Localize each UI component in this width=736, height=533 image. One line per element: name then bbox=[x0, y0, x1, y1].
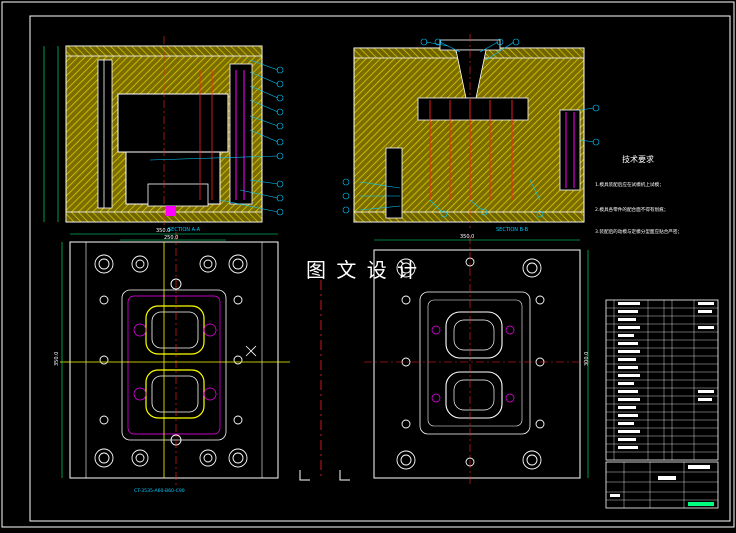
section-view-a: SECTION A-A bbox=[43, 36, 284, 233]
tech-title: 技术要求 bbox=[622, 154, 654, 164]
tech-item-3: 3.装配后的动模与定模分型面应贴合严密； bbox=[595, 228, 682, 235]
height-dim-right: 300.0 bbox=[584, 352, 590, 366]
inner-border bbox=[29, 15, 731, 522]
watermark-text: 图 文 设 计 bbox=[306, 258, 420, 282]
section-view-b: SECTION B-B bbox=[342, 34, 600, 233]
section-note: CT-3535-A60-B60-C90 bbox=[134, 488, 185, 494]
inner-dim-left: 250.0 bbox=[164, 235, 178, 241]
tech-item-1: 1.模具装配后应在试模机上试模； bbox=[595, 181, 664, 188]
technical-requirements: 技术要求 1.模具装配后应在试模机上试模； 2.模具各零件的配合面不得有划痕； … bbox=[595, 154, 682, 235]
tech-item-2: 2.模具各零件的配合面不得有划痕； bbox=[595, 206, 668, 213]
cut-mark-left bbox=[299, 470, 310, 481]
plan-view-moving-half: 350.0 250.0 350.0 CT-3535-A60-B60-C90 bbox=[54, 228, 290, 494]
height-dim-left: 350.0 bbox=[54, 352, 60, 366]
section-label-a: SECTION A-A bbox=[168, 227, 201, 233]
title-block bbox=[605, 461, 719, 509]
bill-of-materials bbox=[605, 299, 719, 461]
width-dim-right: 350.0 bbox=[460, 234, 474, 240]
plan-view-fixed-half: 350.0 300.0 bbox=[364, 234, 590, 486]
width-dim-left: 350.0 bbox=[156, 228, 170, 234]
section-label-b: SECTION B-B bbox=[496, 227, 529, 233]
cut-mark-right bbox=[339, 470, 350, 481]
